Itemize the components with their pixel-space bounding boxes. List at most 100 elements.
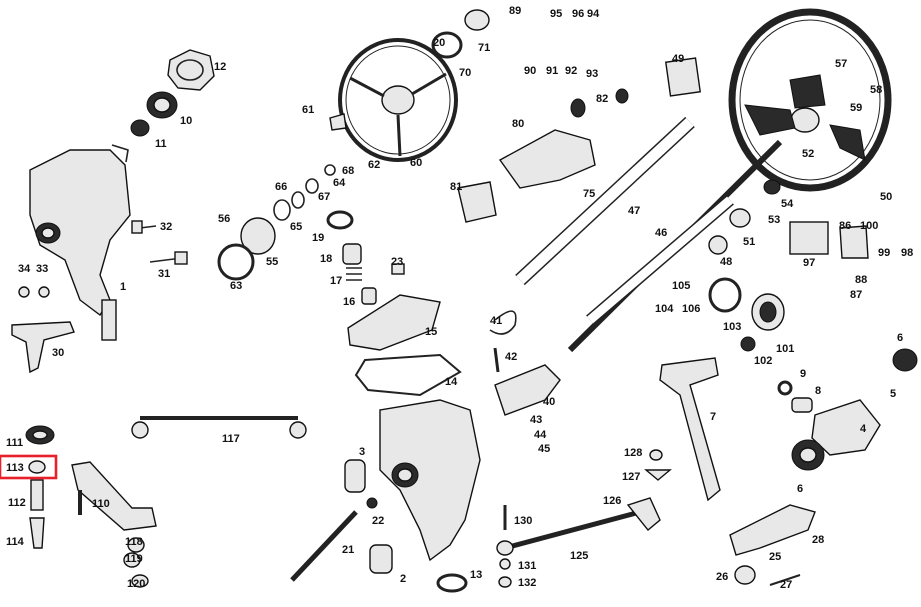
callout-label-119: 119 (125, 553, 143, 565)
callout-label-19: 19 (312, 232, 324, 244)
callout-label-44: 44 (534, 429, 547, 441)
highlight-box (0, 454, 58, 480)
callout-label-132: 132 (518, 577, 536, 589)
callout-label-92: 92 (565, 65, 577, 77)
callout-label-91: 91 (546, 65, 558, 77)
callout-label-67: 67 (318, 191, 330, 203)
callout-label-81: 81 (450, 181, 462, 193)
callout-label-11: 11 (155, 138, 167, 150)
callout-label-21: 21 (342, 544, 354, 556)
callout-label-114: 114 (6, 536, 25, 548)
callout-label-53: 53 (768, 214, 780, 226)
callout-label-1: 1 (120, 281, 126, 293)
callout-label-32: 32 (160, 221, 172, 233)
callout-label-101: 101 (776, 343, 794, 355)
callout-label-34: 34 (18, 263, 31, 275)
callout-label-126: 126 (603, 495, 621, 507)
callout-label-96: 96 (572, 8, 584, 20)
callout-label-2: 2 (400, 573, 406, 585)
steering-wheel-large-view (728, 8, 892, 192)
callout-label-40: 40 (543, 396, 555, 408)
callout-label-111: 111 (6, 437, 23, 449)
callout-label-4: 4 (860, 423, 867, 435)
callout-label-103: 103 (723, 321, 741, 333)
callout-label-9: 9 (800, 368, 806, 380)
callout-label-71: 71 (478, 42, 490, 54)
callout-label-18: 18 (320, 253, 332, 265)
callout-label-43: 43 (530, 414, 542, 426)
callout-label-120: 120 (127, 578, 145, 590)
callout-label-10: 10 (180, 115, 192, 127)
callout-label-12: 12 (214, 61, 226, 73)
callout-label-105: 105 (672, 280, 690, 292)
callout-label-64: 64 (333, 177, 346, 189)
callout-label-26: 26 (716, 571, 728, 583)
callout-label-30: 30 (52, 347, 64, 359)
callout-label-49: 49 (672, 53, 684, 65)
callout-label-5: 5 (890, 388, 896, 400)
callout-label-80: 80 (512, 118, 524, 130)
callout-label-112: 112 (8, 497, 26, 509)
part-113-washer (28, 460, 46, 474)
callout-label-23: 23 (391, 256, 403, 268)
callout-label-41: 41 (490, 315, 502, 327)
callout-label-14: 14 (445, 376, 458, 388)
steering-column (515, 116, 783, 353)
callout-label-27: 27 (780, 579, 792, 591)
callout-label-8: 8 (815, 385, 821, 397)
callout-label-117: 117 (222, 433, 240, 445)
callout-label-20: 20 (433, 37, 445, 49)
pitman-arm (11, 321, 75, 374)
callout-label-47: 47 (628, 205, 640, 217)
callout-label-51: 51 (743, 236, 755, 248)
callout-label-131: 131 (518, 560, 536, 572)
callout-label-89: 89 (509, 5, 521, 17)
callout-label-65: 65 (290, 221, 302, 233)
callout-label-6: 6 (897, 332, 903, 344)
steering-gearbox (29, 144, 131, 341)
callout-label-22: 22 (372, 515, 384, 527)
callout-label-46: 46 (655, 227, 667, 239)
callout-label-70: 70 (459, 67, 471, 79)
callout-label-7: 7 (710, 411, 716, 423)
callout-label-110: 110 (92, 498, 110, 510)
callout-label-86: 86 (839, 220, 851, 232)
callout-label-54: 54 (781, 198, 794, 210)
callout-label-90: 90 (524, 65, 536, 77)
callout-label-59: 59 (850, 102, 862, 114)
callout-label-62: 62 (368, 159, 380, 171)
callout-label-45: 45 (538, 443, 550, 455)
callout-label-6: 6 (797, 483, 803, 495)
callout-label-42: 42 (505, 351, 517, 363)
callout-label-63: 63 (230, 280, 242, 292)
callout-label-93: 93 (586, 68, 598, 80)
callout-label-118: 118 (125, 536, 143, 548)
callout-label-87: 87 (850, 289, 862, 301)
callout-label-15: 15 (425, 326, 437, 338)
callout-label-50: 50 (880, 191, 892, 203)
callout-label-106: 106 (682, 303, 700, 315)
callout-label-68: 68 (342, 165, 354, 177)
callout-label-99: 99 (878, 247, 890, 259)
callout-label-97: 97 (803, 257, 815, 269)
callout-label-82: 82 (596, 93, 608, 105)
part-12-nut (167, 49, 215, 91)
callout-label-48: 48 (720, 256, 732, 268)
callout-label-100: 100 (860, 220, 878, 232)
callout-label-102: 102 (754, 355, 772, 367)
callout-label-16: 16 (343, 296, 355, 308)
part-11-seal (130, 119, 150, 137)
callout-label-28: 28 (812, 534, 824, 546)
callout-label-88: 88 (855, 274, 867, 286)
callout-label-61: 61 (302, 104, 314, 116)
callout-label-58: 58 (870, 84, 882, 96)
callout-label-104: 104 (655, 303, 674, 315)
callout-label-33: 33 (36, 263, 48, 275)
callout-label-127: 127 (622, 471, 640, 483)
callout-label-95: 95 (550, 8, 562, 20)
callout-label-94: 94 (587, 8, 600, 20)
callout-label-25: 25 (769, 551, 781, 563)
callout-label-125: 125 (570, 550, 588, 562)
